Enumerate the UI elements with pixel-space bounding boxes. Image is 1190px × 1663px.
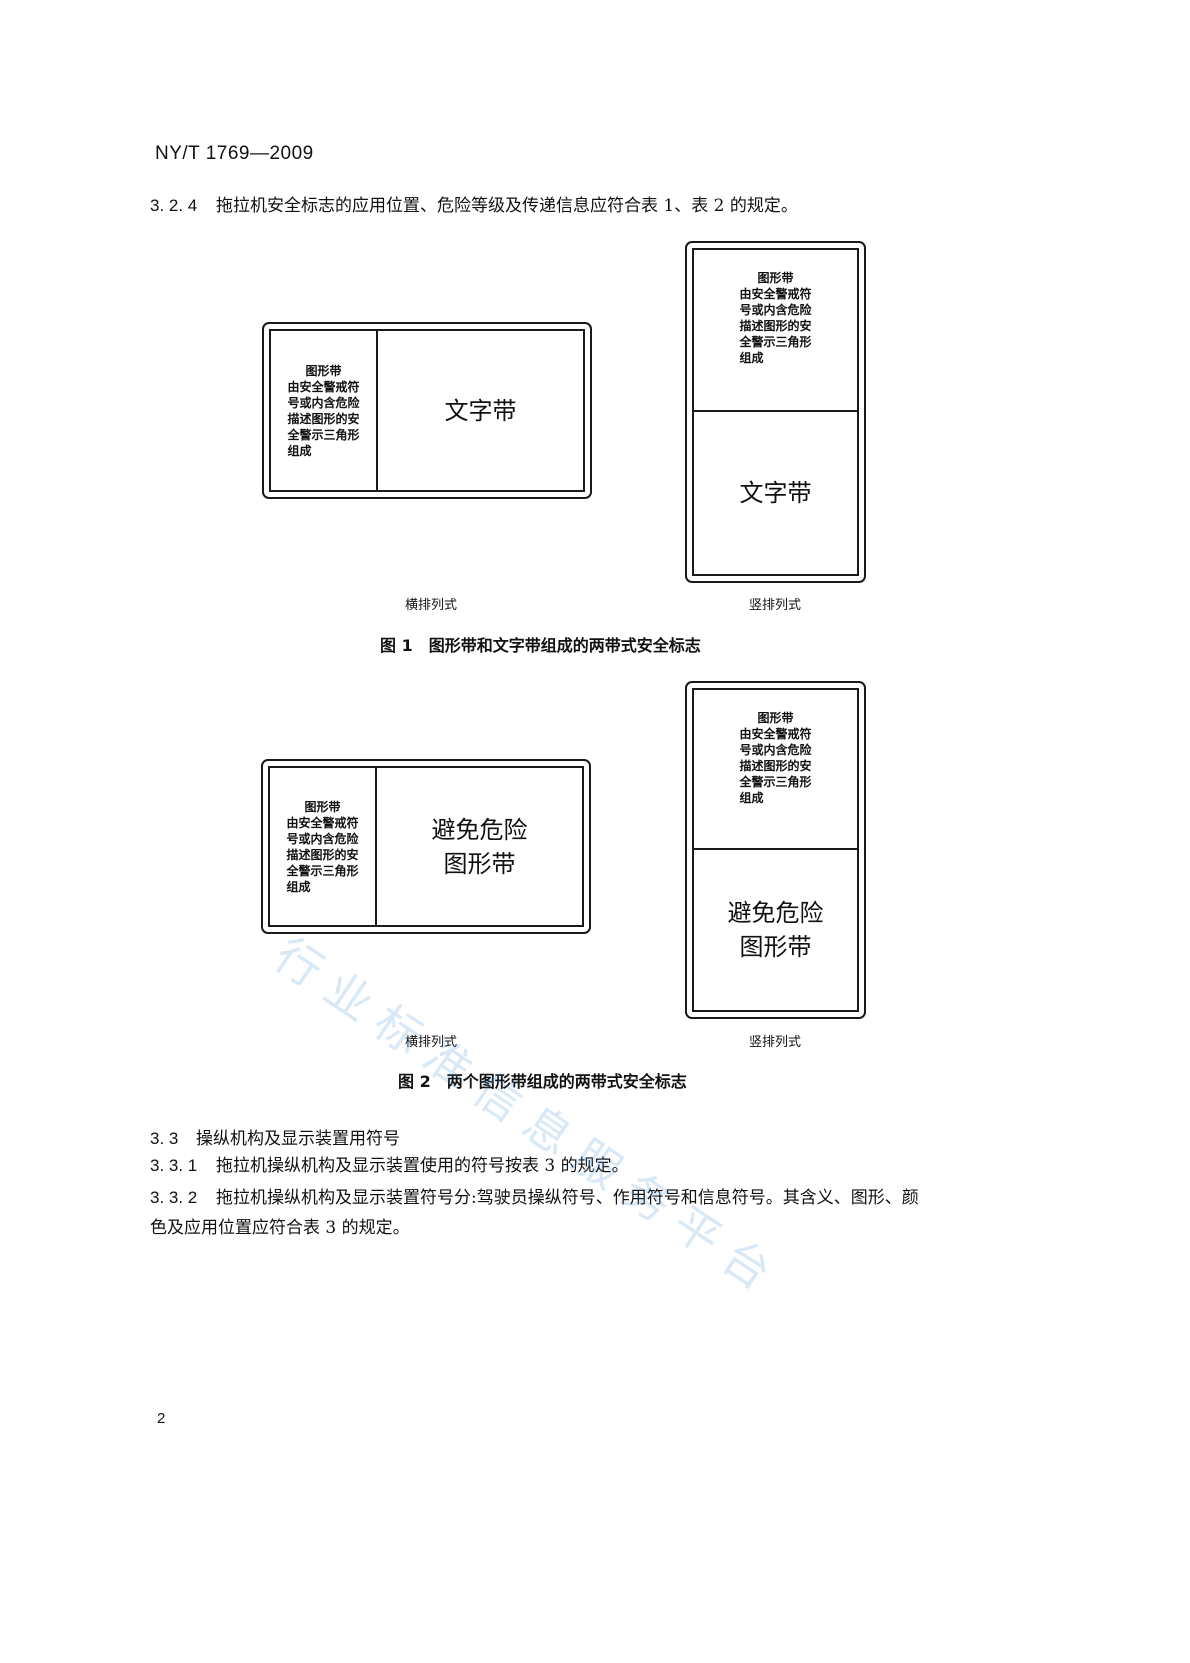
- fig2-caption: 图 2 两个图形带组成的两带式安全标志: [398, 1072, 687, 1091]
- section-3-2-4: 3. 2. 4 拖拉机安全标志的应用位置、危险等级及传递信息应符合表 1、表 2 …: [150, 191, 798, 221]
- fig1-caption: 图 1 图形带和文字带组成的两带式安全标志: [380, 636, 701, 655]
- fig1-horizontal-sign: 图形带 由安全警戒符 号或内含危险 描述图形的安 全警示三角形 组成 文字带: [262, 322, 592, 499]
- section-number: 3. 2. 4: [150, 196, 198, 215]
- section-text: 拖拉机安全标志的应用位置、危险等级及传递信息应符合表 1、表 2 的规定。: [216, 196, 798, 216]
- fig2-horizontal-label: 横排列式: [405, 1035, 458, 1050]
- graphic-band: 图形带 由安全警戒符 号或内含危险 描述图形的安 全警示三角形 组成: [694, 250, 857, 412]
- avoid-danger-band: 避免危险 图形带: [431, 815, 528, 878]
- fig2-horizontal-sign: 图形带 由安全警戒符 号或内含危险 描述图形的安 全警示三角形 组成 避免危险 …: [261, 759, 591, 934]
- fig1-vertical-sign: 图形带 由安全警戒符 号或内含危险 描述图形的安 全警示三角形 组成 文字带: [685, 241, 866, 583]
- fig2-vertical-sign: 图形带 由安全警戒符 号或内含危险 描述图形的安 全警示三角形 组成 避免危险 …: [685, 681, 866, 1019]
- graphic-band: 图形带 由安全警戒符 号或内含危险 描述图形的安 全警示三角形 组成: [271, 331, 378, 490]
- fig2-vertical-label: 竖排列式: [749, 1035, 802, 1050]
- graphic-band: 图形带 由安全警戒符 号或内含危险 描述图形的安 全警示三角形 组成: [694, 690, 857, 850]
- fig1-vertical-label: 竖排列式: [749, 598, 802, 613]
- graphic-band: 图形带 由安全警戒符 号或内含危险 描述图形的安 全警示三角形 组成: [270, 768, 377, 925]
- text-band: 文字带: [444, 396, 517, 425]
- document-id: NY/T 1769—2009: [155, 143, 314, 164]
- page-number: 2: [157, 1410, 166, 1427]
- text-band: 文字带: [739, 479, 812, 507]
- fig1-horizontal-label: 横排列式: [405, 598, 458, 613]
- avoid-danger-band: 避免危险 图形带: [727, 899, 824, 961]
